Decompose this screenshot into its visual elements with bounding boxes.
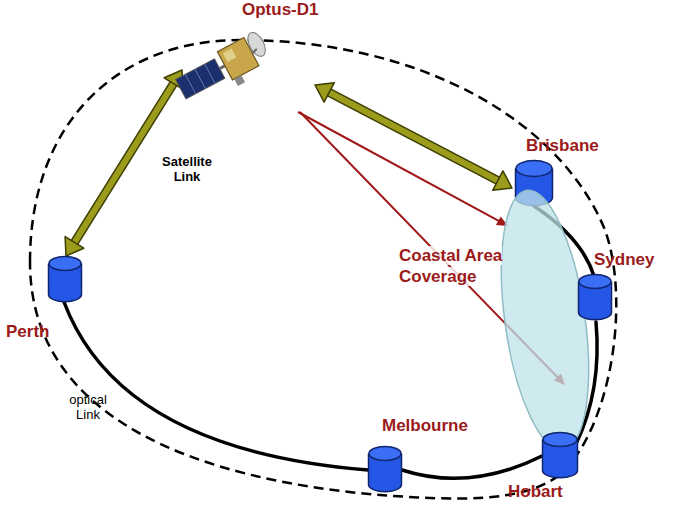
site-node: Perth <box>6 256 84 348</box>
panel-grid <box>205 64 215 83</box>
cylinder-top <box>369 447 401 461</box>
server-cylinder <box>577 273 613 321</box>
server-cylinder <box>367 445 403 493</box>
panel-arm <box>220 66 225 69</box>
site-node: Melbourne <box>366 416 470 494</box>
optical-link <box>64 302 368 470</box>
cylinder-top <box>579 275 611 289</box>
satellite-node: Optus-D1 <box>170 0 335 112</box>
site-label: Sydney <box>594 250 654 270</box>
arrow-head <box>65 237 84 256</box>
site-label: Brisbane <box>526 136 599 156</box>
label-patch: Coastal Area Coverage <box>399 246 502 286</box>
cylinder-top <box>516 161 552 177</box>
optical-line <box>64 302 368 470</box>
panel-grid <box>195 69 205 88</box>
coverage-area <box>487 185 603 455</box>
antenna-arm <box>251 49 257 54</box>
site-label: Perth <box>6 322 49 342</box>
site-label: Hobart <box>508 482 563 502</box>
panel-grid <box>185 74 195 93</box>
server-cylinder <box>47 255 83 303</box>
cylinder-top <box>543 433 577 447</box>
arrow-head <box>493 171 512 191</box>
coverage-beam <box>298 112 508 226</box>
arrow-outline <box>73 82 174 244</box>
coverage-ellipse <box>395 185 615 455</box>
dashed-ring <box>30 40 616 499</box>
site-label: Melbourne <box>382 416 468 436</box>
coverage-node: Coastal Area Coverage <box>395 185 615 455</box>
site-node: Hobart <box>506 432 582 504</box>
server-cylinder <box>541 431 579 479</box>
antenna-dish <box>244 30 269 60</box>
body-detail <box>223 49 237 63</box>
optical-link <box>402 456 542 478</box>
beam-line <box>298 112 500 222</box>
cylinder-top <box>49 257 81 271</box>
arrow-shaft <box>73 82 174 244</box>
satellite-group <box>173 30 276 111</box>
site-node: Sydney <box>576 250 672 322</box>
satellite-label: Optus-D1 <box>242 0 319 20</box>
area-label: Coastal Area Coverage <box>399 245 539 287</box>
solar-panel <box>176 59 225 99</box>
link-label: optical Link <box>62 392 114 422</box>
arrow-head <box>315 83 334 103</box>
link-label: Satellite Link <box>156 154 218 184</box>
thruster <box>234 75 245 86</box>
optical-line <box>402 456 542 478</box>
